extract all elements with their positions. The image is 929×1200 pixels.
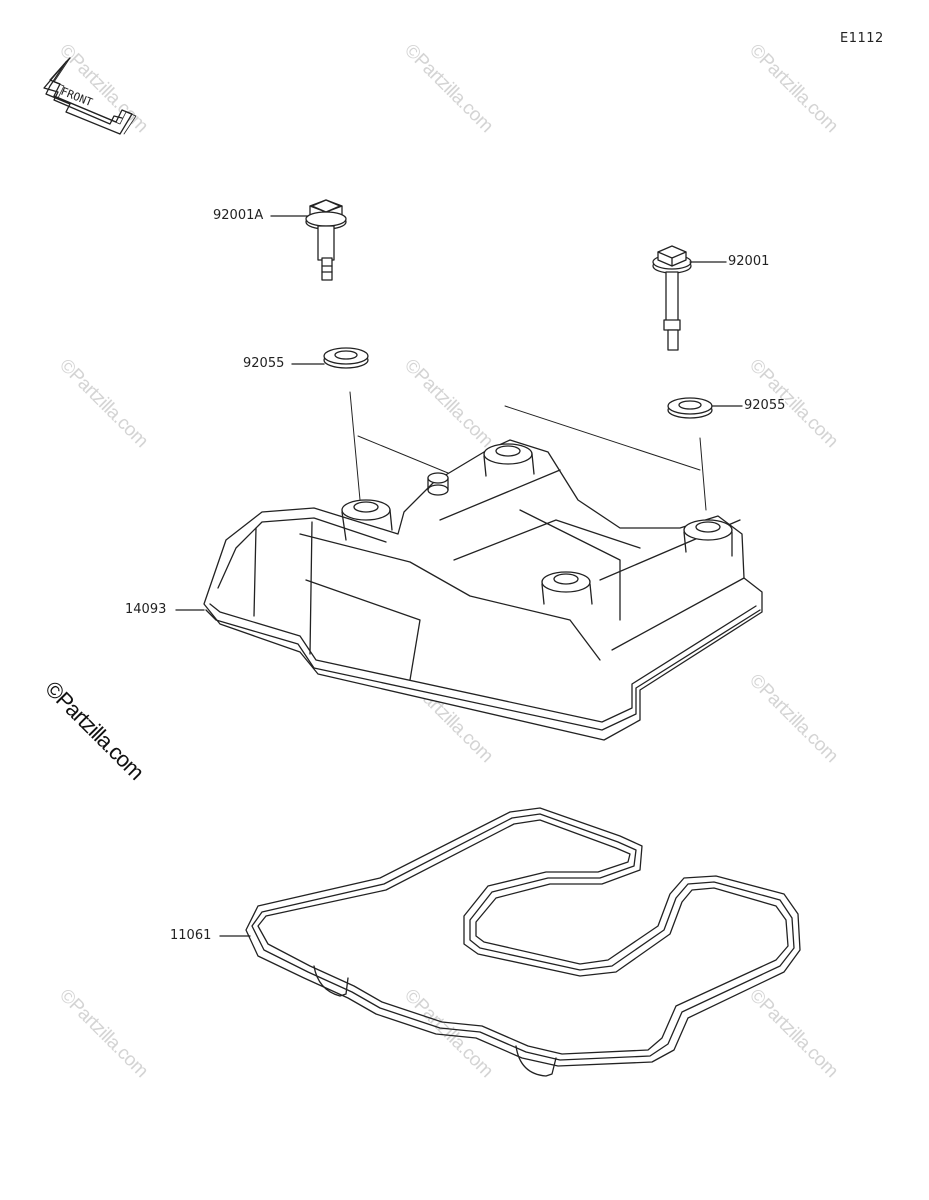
bolt-92001: [652, 245, 692, 351]
part-label-92001[interactable]: 92001: [728, 254, 770, 269]
part-label-11061[interactable]: 11061: [170, 928, 212, 943]
diagram-code: E1112: [840, 31, 884, 46]
part-label-92001a[interactable]: 92001A: [213, 208, 264, 223]
cylinder-head-cover: [203, 439, 763, 741]
washer-left: [323, 347, 369, 369]
washer-right: [667, 397, 713, 419]
gasket: [245, 807, 801, 1077]
part-label-14093[interactable]: 14093: [125, 602, 167, 617]
front-arrow-icon: FRONT: [43, 57, 137, 135]
bolt-92001a: [305, 199, 347, 281]
part-label-92055-right[interactable]: 92055: [744, 398, 786, 413]
part-label-92055-left[interactable]: 92055: [243, 356, 285, 371]
